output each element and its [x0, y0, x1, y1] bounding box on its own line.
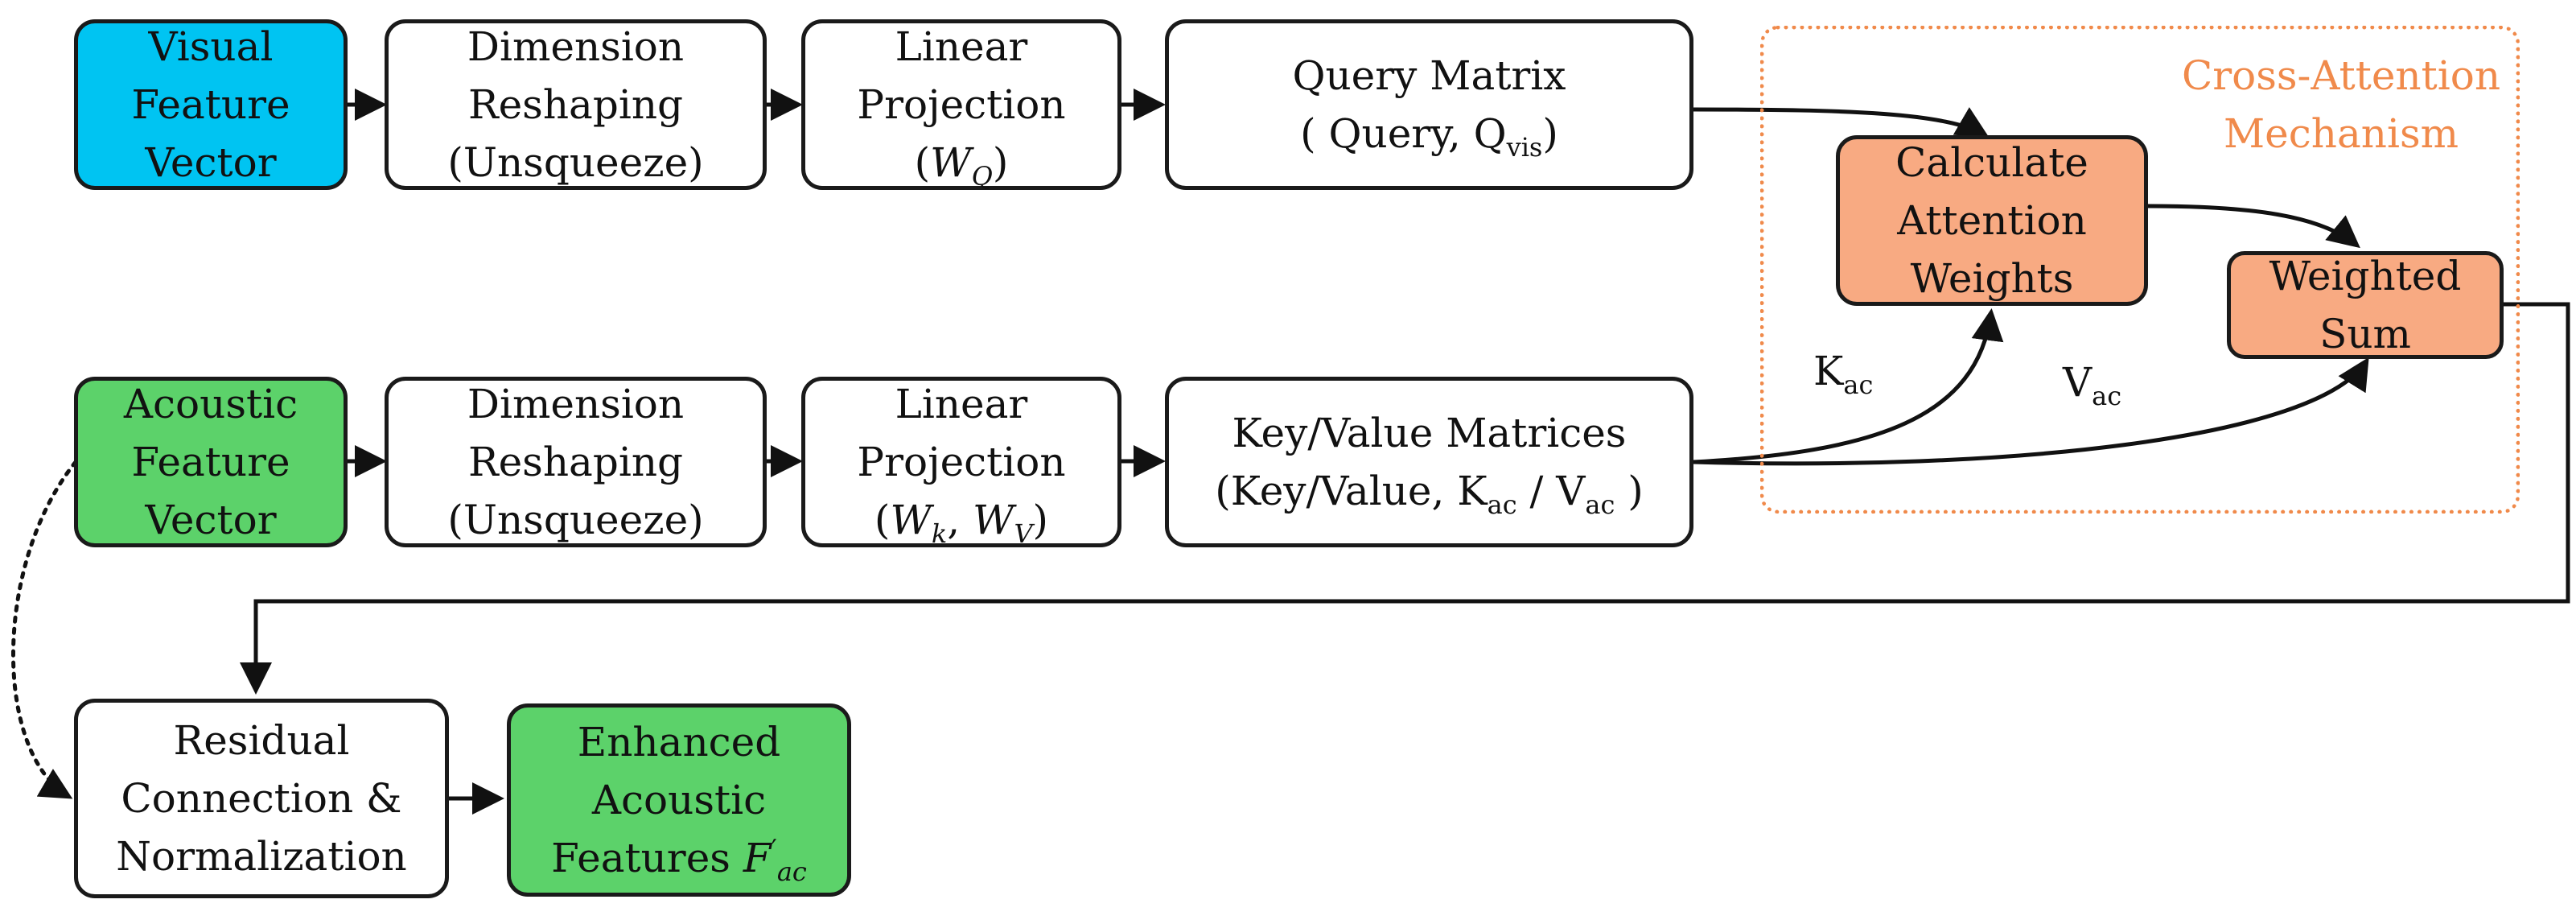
query-prefix: ( Query,	[1300, 110, 1474, 157]
weighted-sum-node: Weighted Sum	[2227, 251, 2504, 359]
residual-connection-normalization-node: Residual Connection & Normalization	[74, 699, 449, 898]
node-line: Key/Value Matrices	[1232, 410, 1627, 456]
weight-v-symbol: W	[973, 497, 1014, 543]
weight-subscript: Q	[971, 161, 993, 192]
paren-close: )	[1032, 497, 1049, 543]
acoustic-dimension-reshaping-node: Dimension Reshaping (Unsqueeze)	[385, 377, 767, 547]
node-line: Weights	[1910, 255, 2074, 302]
key-value-expression: (Key/Value, Kac / Vac )	[1215, 462, 1644, 520]
node-line: Attention	[1897, 197, 2087, 244]
kv-slash: /	[1516, 468, 1557, 514]
edge-weighted-sum-to-residual	[240, 302, 2570, 695]
node-line: Sum	[2319, 311, 2411, 357]
v-symbol: V	[1556, 468, 1586, 514]
node-line: Linear	[895, 381, 1028, 427]
node-line: Feature	[131, 439, 290, 485]
group-title-line-2: Mechanism	[2223, 110, 2459, 157]
weight-symbol: W	[930, 139, 972, 186]
weight-k-subscript: k	[931, 518, 948, 549]
k-subscript: ac	[1487, 489, 1517, 520]
query-matrix-node: Query Matrix ( Query, Qvis)	[1165, 19, 1693, 190]
node-line: Feature	[131, 81, 290, 128]
f-subscript: ac	[776, 856, 807, 887]
k-ac-edge-label: Kac	[1813, 348, 1873, 398]
q-symbol: Q	[1473, 110, 1507, 157]
node-line: Projection	[857, 439, 1066, 485]
k-label-symbol: K	[1813, 348, 1844, 394]
enhanced-expression: Features F′ac	[551, 829, 807, 887]
node-line: Enhanced	[577, 719, 781, 765]
k-label-subscript: ac	[1843, 369, 1874, 400]
node-line: Reshaping	[467, 439, 684, 485]
node-line: Weighted	[2269, 253, 2462, 299]
kv-prefix: (Key/Value,	[1215, 468, 1458, 514]
v-ac-edge-label: Vac	[2063, 359, 2121, 409]
node-line: Connection &	[121, 775, 402, 822]
node-line: Projection	[857, 81, 1066, 128]
visual-linear-projection-node: Linear Projection (WQ)	[801, 19, 1121, 190]
query-expression: ( Query, Qvis)	[1300, 105, 1558, 163]
paren-close: )	[992, 139, 1009, 186]
acoustic-feature-vector-node: Acoustic Feature Vector	[74, 377, 348, 547]
weight-separator: ,	[947, 497, 973, 543]
node-line: Normalization	[116, 833, 407, 880]
kv-suffix: )	[1615, 468, 1644, 514]
k-symbol: K	[1457, 468, 1488, 514]
paren-open: (	[914, 139, 931, 186]
weight-expression: (WQ)	[915, 134, 1009, 192]
edge-attention-to-weighted-sum	[2147, 204, 2360, 249]
features-text: Features	[551, 835, 743, 881]
node-line: (Unsqueeze)	[447, 139, 704, 186]
f-symbol: F	[743, 835, 772, 881]
f-prime: ′	[771, 833, 777, 864]
visual-feature-vector-node: Visual Feature Vector	[74, 19, 348, 190]
weight-k-symbol: W	[890, 497, 932, 543]
edge-acoustic-skip-to-residual	[11, 460, 78, 799]
query-suffix: )	[1542, 110, 1558, 157]
edge-query-to-attention	[1693, 107, 1990, 138]
node-line: Dimension	[467, 381, 685, 427]
acoustic-linear-projection-node: Linear Projection (Wk, WV)	[801, 377, 1121, 547]
node-line: Vector	[145, 139, 277, 186]
v-label-subscript: ac	[2092, 381, 2122, 411]
weight-expression: (Wk, WV)	[874, 491, 1048, 549]
node-line: (Unsqueeze)	[447, 497, 704, 543]
node-line: Acoustic	[123, 381, 298, 427]
visual-dimension-reshaping-node: Dimension Reshaping (Unsqueeze)	[385, 19, 767, 190]
node-line: Residual	[173, 717, 350, 764]
edge-keyvalue-to-weighted-sum	[1693, 357, 2369, 466]
weight-v-subscript: V	[1014, 518, 1033, 549]
q-subscript: vis	[1506, 132, 1543, 163]
v-subscript: ac	[1585, 489, 1615, 520]
group-title-line-1: Cross-Attention	[2181, 52, 2501, 99]
cross-attention-group	[1760, 26, 2520, 514]
node-line: Acoustic	[591, 777, 767, 823]
node-line: Linear	[895, 23, 1028, 70]
v-label-symbol: V	[2063, 359, 2092, 406]
node-line: Query Matrix	[1292, 52, 1566, 99]
node-line: Reshaping	[467, 81, 684, 128]
node-line: Visual	[148, 23, 274, 70]
key-value-matrices-node: Key/Value Matrices (Key/Value, Kac / Vac…	[1165, 377, 1693, 547]
node-line: Calculate	[1895, 139, 2088, 186]
cross-attention-group-title: Cross-Attention Mechanism	[2172, 47, 2510, 163]
paren-open: (	[874, 497, 891, 543]
calculate-attention-weights-node: Calculate Attention Weights	[1836, 135, 2148, 306]
enhanced-acoustic-features-node: Enhanced Acoustic Features F′ac	[507, 703, 851, 897]
node-line: Dimension	[467, 23, 685, 70]
node-line: Vector	[145, 497, 277, 543]
